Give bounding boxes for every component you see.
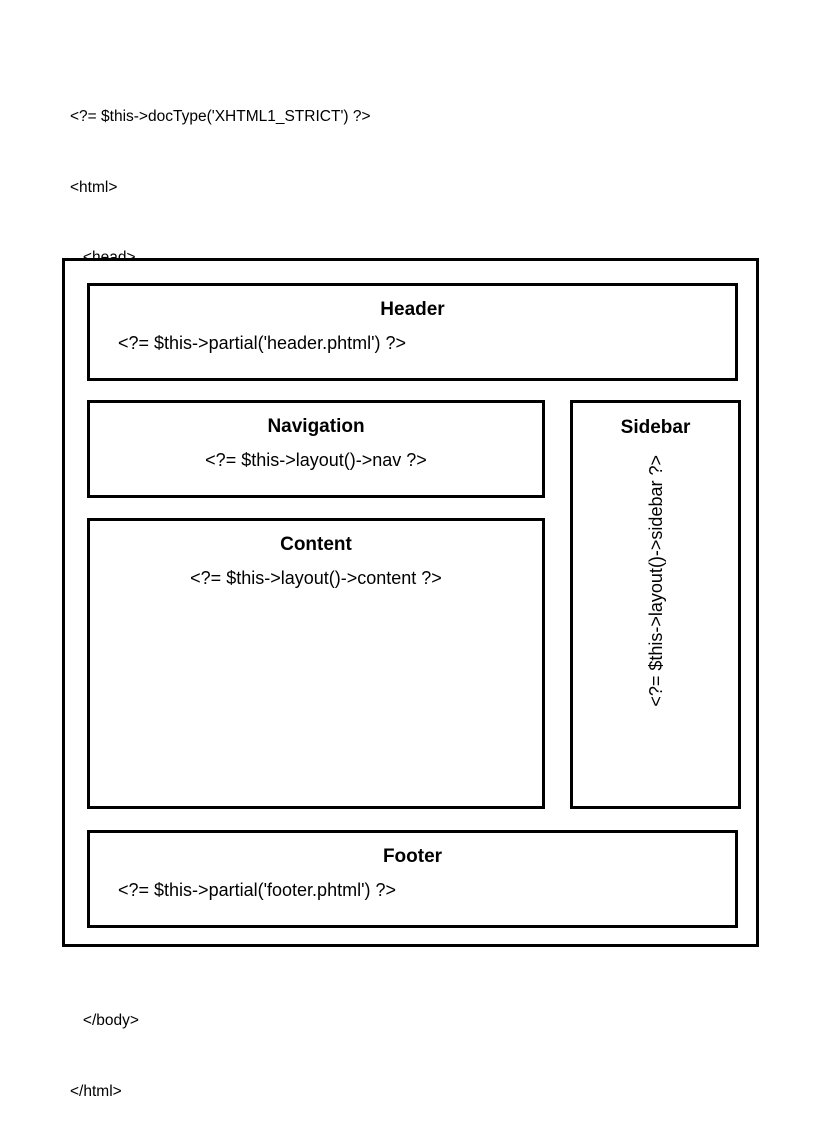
code-line: <html> (70, 178, 118, 196)
region-sidebar-code: <?= $this->layout()->sidebar ?> (645, 455, 666, 707)
region-navigation-title: Navigation (267, 416, 365, 437)
region-footer: Footer <?= $this->partial('footer.phtml'… (87, 830, 738, 928)
region-header: Header <?= $this->partial('header.phtml'… (87, 283, 738, 381)
code-line: </html> (70, 1082, 122, 1100)
region-navigation: Navigation <?= $this->layout()->nav ?> (87, 400, 545, 498)
region-sidebar-title: Sidebar (620, 417, 691, 438)
region-content-title: Content (280, 534, 352, 555)
region-footer-code: <?= $this->partial('footer.phtml') ?> (118, 880, 397, 900)
layout-frame: Header <?= $this->partial('header.phtml'… (62, 258, 759, 947)
region-content-code: <?= $this->layout()->content ?> (190, 568, 442, 588)
region-navigation-code: <?= $this->layout()->nav ?> (205, 450, 427, 470)
region-header-code: <?= $this->partial('header.phtml') ?> (118, 333, 407, 353)
region-footer-title: Footer (382, 846, 443, 867)
region-sidebar-code-wrap: <?= $this->layout()->sidebar ?> (573, 455, 738, 800)
region-sidebar: Sidebar <?= $this->layout()->sidebar ?> (570, 400, 741, 809)
region-header-title: Header (380, 299, 445, 320)
code-line: <?= $this->docType('XHTML1_STRICT') ?> (70, 108, 371, 125)
code-listing-bottom: </body> </html> (70, 962, 139, 1127)
code-line: </body> (70, 1012, 139, 1029)
region-content: Content <?= $this->layout()->content ?> (87, 518, 545, 809)
